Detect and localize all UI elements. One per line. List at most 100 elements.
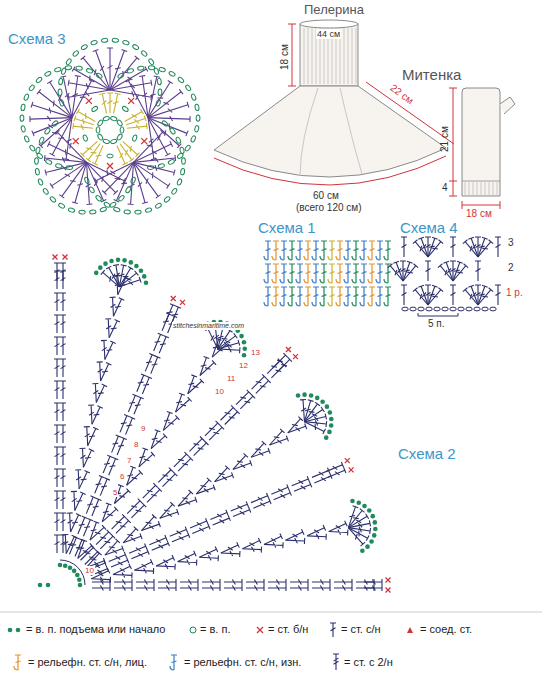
cape-sketch-stroke [308,28,309,84]
repeat-count: 5 п. [428,318,445,330]
shell-stitch-chart-stroke [458,307,464,311]
fan-chart-stroke [329,529,348,535]
fan-chart-stroke [54,263,60,281]
legend-text: = ст. с 2/н [344,656,393,669]
fan-chart-stroke [101,270,120,287]
fan-chart-stroke [94,271,99,276]
flower-motif-stroke [158,89,162,96]
mitten-sketch-stroke [500,201,501,209]
flower-motif-stroke [58,203,65,209]
shell-stitch-chart-stroke [482,307,488,311]
fan-chart-stroke [142,274,147,279]
shell-stitch-chart-stroke [463,288,478,305]
row-number: 10 [214,387,225,396]
watermark: stitchesinmaritime.com [172,322,245,330]
shell-stitch-chart-stroke [450,307,456,311]
fan-chart-stroke [296,393,301,398]
fan-chart-stroke [328,410,333,415]
fan-chart-stroke [270,436,289,445]
cape-sketch-stroke [288,24,296,25]
fan-chart-stroke [63,255,68,260]
fan-chart-stroke [209,425,224,440]
fan-chart-stroke [100,478,110,496]
flower-motif-stroke [44,71,51,77]
fan-chart-stroke [98,265,103,270]
fan-chart-stroke [373,520,378,525]
dimension: (всего 120 см) [296,202,362,214]
relief-stitch-chart-stroke [320,264,327,283]
flower-motif-stroke [92,146,103,165]
fan-chart-stroke [127,470,143,485]
flower-motif-stroke [80,141,97,157]
fan-chart-stroke [147,487,162,502]
legend-symbols-stroke [333,654,339,670]
flower-motif-stroke [73,138,79,144]
fan-chart-stroke [327,430,332,435]
flower-motif-stroke [86,162,125,183]
shell-stitch-chart-stroke [453,264,468,281]
cape-sketch-stroke [344,28,345,84]
fan-chart-stroke [60,293,66,311]
mitten-sketch-stroke [465,182,466,195]
cape-sketch-stroke [304,28,305,84]
relief-stitch-chart-stroke [312,264,319,283]
fan-chart-stroke [141,521,160,530]
shell-stitch-chart-stroke [450,285,456,305]
flower-motif-stroke [190,135,196,142]
dimension: 44 см [316,29,341,39]
flower-motif-stroke [128,98,134,104]
shell-stitch-chart-stroke [401,285,407,305]
mitten-sketch-stroke [481,182,482,195]
legend-text: = ст. с/н [341,623,381,636]
flower-motif-stroke [101,38,108,42]
fan-chart-stroke [53,255,58,260]
fan-chart-stroke [149,535,167,545]
flower-motif-stroke [84,177,90,184]
relief-stitch-chart-stroke [344,287,351,306]
relief-stitch-chart-stroke [296,241,303,260]
legend-symbols-stroke [257,627,263,633]
fan-chart-stroke [304,422,325,434]
fan-chart-stroke [92,579,110,585]
flower-motif-stroke [79,210,86,214]
flower-motif-stroke [124,210,131,215]
flower-motif-stroke [155,202,162,208]
legend-text: = соед. ст. [420,623,472,636]
flower-motif-stroke [194,104,199,111]
shell-stitch-chart-stroke [413,240,428,257]
fan-chart-stroke [233,460,252,469]
flower-motif-stroke [176,178,182,185]
fan-chart-stroke [120,415,130,433]
mitten-sketch-stroke [497,182,498,195]
fan-chart-stroke [256,379,271,394]
fan-chart-stroke [367,508,372,513]
fan-chart-stroke [151,434,167,449]
relief-stitch-chart-stroke [352,264,359,283]
fan-chart-stroke [315,396,320,401]
fan-chart-stroke [54,359,60,377]
flower-motif-stroke [110,116,117,122]
legend-text: = в. п. подъема или начало [26,623,165,636]
fan-chart-stroke [200,357,209,376]
fan-chart-stroke [139,448,148,467]
relief-stitch-chart-stroke [376,241,383,260]
flower-motif-stroke [90,40,97,46]
relief-stitch-chart-stroke [376,287,383,306]
fan-chart-stroke [328,468,346,478]
fan-chart-stroke [312,468,330,478]
dimension: 18 см [279,44,291,70]
flower-motif-stroke [35,168,40,175]
shell-stitch-chart-stroke [418,307,424,311]
relief-stitch-chart-stroke [272,264,279,283]
mitten-sketch-stroke [500,97,515,114]
flower-motif-stroke [88,186,95,193]
flower-motif-stroke [86,162,106,202]
fan-chart-stroke [119,277,141,287]
cape-sketch [214,20,454,185]
fan-chart-stroke [312,579,330,585]
dimension: 21 см [439,126,451,152]
fan-chart-stroke [290,585,308,591]
fan-chart-stroke [54,513,60,531]
legend-text: = рельефн. ст. с/н, изн. [184,656,301,669]
flower-motif-stroke [86,68,93,74]
